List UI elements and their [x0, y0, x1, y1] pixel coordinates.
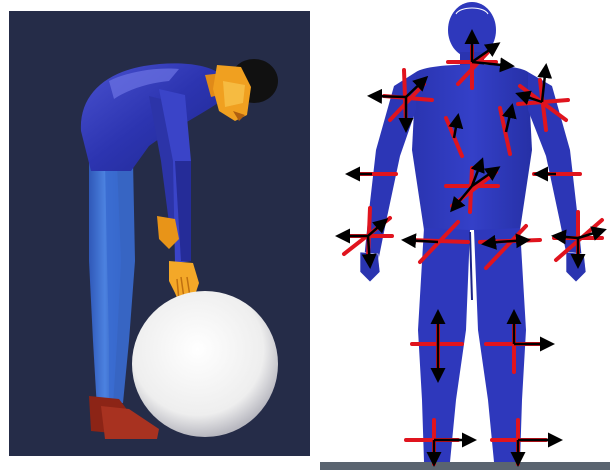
body-axes-illustration — [320, 0, 610, 470]
right-axes-panel — [320, 0, 610, 470]
leg-front — [105, 161, 135, 405]
exercise-ball — [132, 291, 278, 437]
left-render-panel — [9, 11, 310, 456]
bending-figure-illustration — [9, 11, 310, 456]
floor — [320, 462, 610, 470]
